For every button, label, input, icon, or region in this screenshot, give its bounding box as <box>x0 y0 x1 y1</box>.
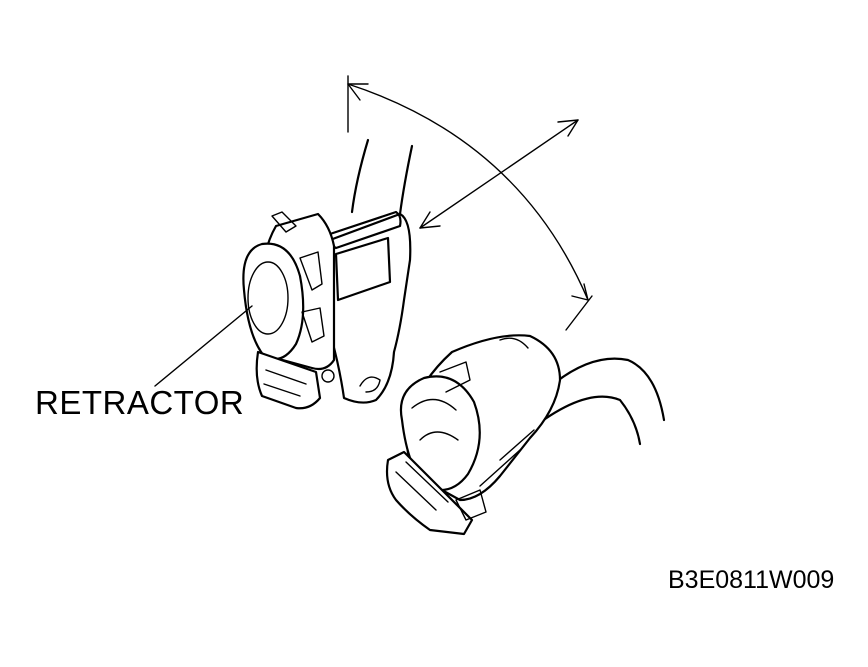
retractor-label: RETRACTOR <box>35 384 245 421</box>
retractor-tilted <box>385 334 666 536</box>
figure-code: B3E0811W009 <box>668 566 835 594</box>
retractor-leader-line <box>154 305 253 387</box>
rotation-arc <box>347 75 593 331</box>
tilt-direction-arrow <box>419 119 579 229</box>
retractor-upright <box>242 138 414 410</box>
